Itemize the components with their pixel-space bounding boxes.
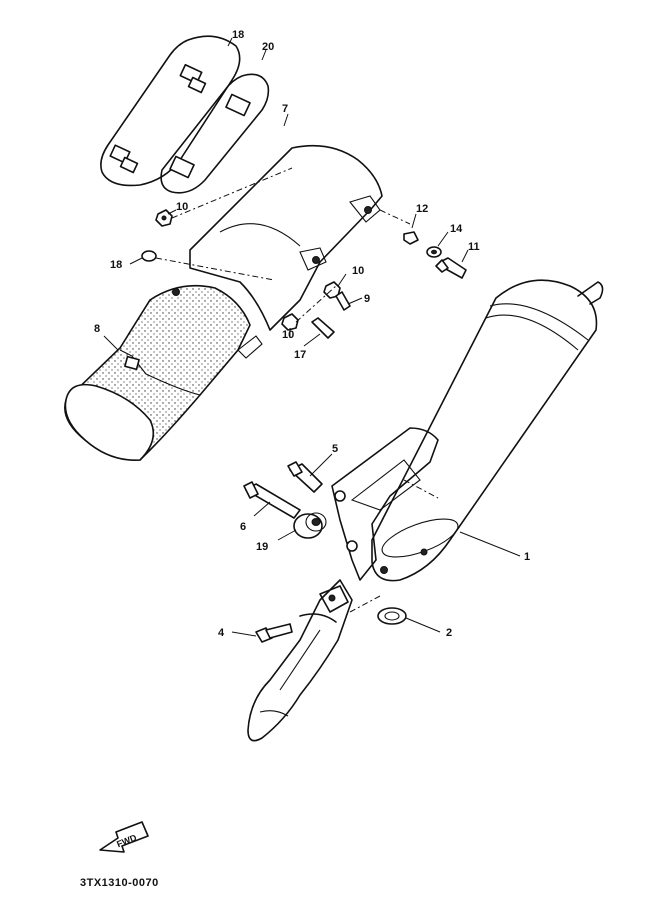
callout-10-b: 10 xyxy=(352,265,364,277)
assembly-lines xyxy=(155,167,439,613)
washer-14 xyxy=(426,246,442,258)
heat-shield-plate-18 xyxy=(100,35,241,187)
callout-11: 11 xyxy=(468,241,480,253)
callout-14: 14 xyxy=(450,223,463,235)
callout-8: 8 xyxy=(94,323,100,335)
callout-4: 4 xyxy=(218,627,225,639)
gasket-2 xyxy=(377,607,407,625)
spacer-19 xyxy=(293,512,327,539)
callout-20: 20 xyxy=(262,41,274,53)
callout-18-top: 18 xyxy=(232,29,244,41)
bolt-17 xyxy=(311,317,335,339)
callout-1: 1 xyxy=(524,551,530,563)
heat-shield-plate-20 xyxy=(160,73,270,194)
bolt-5 xyxy=(287,461,323,493)
muffler-bracket xyxy=(331,427,439,581)
bolt-9 xyxy=(335,291,351,311)
callout-2: 2 xyxy=(446,627,452,639)
callout-17: 17 xyxy=(294,349,306,361)
collar-12 xyxy=(403,231,419,245)
muffler-1 xyxy=(371,279,604,582)
callout-6: 6 xyxy=(240,521,246,533)
callout-5: 5 xyxy=(332,443,338,455)
callout-9: 9 xyxy=(364,293,370,305)
inner-shield-8 xyxy=(64,284,263,461)
callout-10-a: 10 xyxy=(176,201,188,213)
callout-7: 7 xyxy=(282,103,288,115)
callout-19: 19 xyxy=(256,541,268,553)
exhaust-pipe xyxy=(247,579,353,742)
nut-10-low xyxy=(281,313,299,331)
callouts: 18 20 7 10 12 14 11 18 10 9 8 10 17 5 6 … xyxy=(94,29,530,639)
bolt-11 xyxy=(435,257,467,279)
callout-12: 12 xyxy=(416,203,428,215)
bolt-4 xyxy=(255,623,293,643)
leader-lines xyxy=(103,37,521,637)
fwd-arrow-icon: FWD xyxy=(99,821,149,853)
bolt-6 xyxy=(243,481,301,519)
callout-10-c: 10 xyxy=(282,329,294,341)
diagram-code: 3TX1310-0070 xyxy=(80,877,159,889)
nut-10-top xyxy=(155,209,173,227)
grommet-18-left xyxy=(141,250,157,262)
callout-18-left: 18 xyxy=(110,259,122,271)
